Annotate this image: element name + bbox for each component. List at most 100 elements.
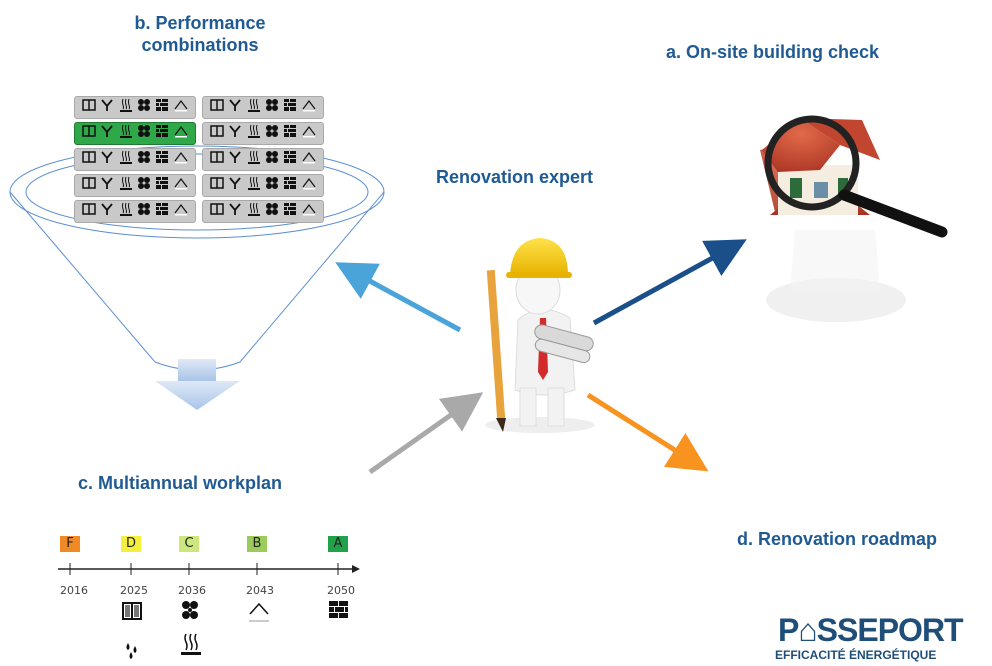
fan-icon xyxy=(265,176,279,195)
ventilation-icon xyxy=(100,150,114,169)
combination-cell xyxy=(74,148,196,171)
fan-icon xyxy=(137,98,151,117)
funnel xyxy=(9,145,385,371)
window-icon xyxy=(82,98,96,117)
fan-icon xyxy=(265,98,279,117)
window-icon xyxy=(82,150,96,169)
roof-icon xyxy=(249,602,269,622)
heating-icon xyxy=(247,98,261,117)
heating-icon xyxy=(247,150,261,169)
heating-icon xyxy=(119,202,133,221)
window-icon xyxy=(82,202,96,221)
passeport-logo: P⌂SSEPORT xyxy=(778,612,964,648)
wall-icon xyxy=(283,176,297,195)
multiannual-workplan-label: c. Multiannual workplan xyxy=(78,473,283,493)
window-icon xyxy=(210,202,224,221)
window-icon xyxy=(122,602,142,620)
year-2016: 2016 xyxy=(60,584,88,597)
energy-class-d: D xyxy=(121,536,141,552)
heating-icon xyxy=(247,176,261,195)
wall-icon xyxy=(329,601,348,618)
fan-icon xyxy=(265,202,279,221)
timeline-axis xyxy=(58,563,360,575)
funnel-output-arrow xyxy=(155,359,240,410)
combination-cell xyxy=(202,148,324,171)
wall-icon xyxy=(283,202,297,221)
arrow-to-performance-combinations xyxy=(335,262,462,333)
fan-icon xyxy=(182,601,198,619)
fan-icon xyxy=(265,124,279,143)
ventilation-icon xyxy=(228,176,242,195)
fan-icon xyxy=(137,202,151,221)
heating-icon xyxy=(247,124,261,143)
heating-icon xyxy=(247,202,261,221)
passeport-logo-subtitle: EFFICACITÉ ÉNERGÉTIQUE xyxy=(775,648,937,662)
combination-cell-selected xyxy=(74,122,196,145)
window-icon xyxy=(210,124,224,143)
combination-cell xyxy=(74,96,196,119)
arrow-from-workplan xyxy=(368,392,484,475)
window-icon xyxy=(82,124,96,143)
energy-class-c: C xyxy=(179,536,199,552)
combination-cell xyxy=(74,200,196,223)
roof-icon xyxy=(174,150,188,169)
house-magnifier-illustration xyxy=(760,115,948,322)
fan-icon xyxy=(265,150,279,169)
roof-icon xyxy=(174,98,188,117)
year-2025: 2025 xyxy=(120,584,148,597)
renovation-expert-label: Renovation expert xyxy=(436,167,594,187)
fan-icon xyxy=(137,150,151,169)
heating-icon xyxy=(119,124,133,143)
wall-icon xyxy=(283,98,297,117)
wall-icon xyxy=(155,176,169,195)
window-icon xyxy=(210,98,224,117)
roof-icon xyxy=(174,176,188,195)
ventilation-icon xyxy=(100,202,114,221)
combination-cell xyxy=(202,200,324,223)
ventilation-icon xyxy=(228,124,242,143)
ventilation-icon xyxy=(100,98,114,117)
energy-class-f: F xyxy=(60,536,80,552)
arrow-to-onsite-check xyxy=(592,239,747,326)
window-icon xyxy=(210,176,224,195)
wall-icon xyxy=(155,202,169,221)
roof-icon xyxy=(302,98,316,117)
energy-class-b: B xyxy=(247,536,267,552)
performance-combinations-label: b. Performance combinations xyxy=(110,12,290,56)
performance-label-line1: b. Performance xyxy=(134,13,266,33)
ventilation-icon xyxy=(228,98,242,117)
roof-icon xyxy=(302,124,316,143)
ventilation-icon xyxy=(100,124,114,143)
window-icon xyxy=(82,176,96,195)
ventilation-icon xyxy=(228,202,242,221)
heating-icon xyxy=(119,98,133,117)
wall-icon xyxy=(283,124,297,143)
performance-label-line2: combinations xyxy=(141,35,259,55)
year-2050: 2050 xyxy=(327,584,355,597)
combination-cell xyxy=(202,96,324,119)
energy-class-a: A xyxy=(328,536,348,552)
renovation-expert-figure xyxy=(485,238,595,433)
roof-icon xyxy=(302,150,316,169)
heating-icon xyxy=(119,150,133,169)
wall-icon xyxy=(283,150,297,169)
ventilation-icon xyxy=(100,176,114,195)
fan-icon xyxy=(137,124,151,143)
window-icon xyxy=(210,150,224,169)
year-2036: 2036 xyxy=(178,584,206,597)
combination-cell xyxy=(202,174,324,197)
wall-icon xyxy=(155,150,169,169)
combination-cell xyxy=(202,122,324,145)
ventilation-icon xyxy=(228,150,242,169)
wall-icon xyxy=(155,124,169,143)
combination-cell xyxy=(74,174,196,197)
onsite-check-label: a. On-site building check xyxy=(666,42,880,62)
fan-icon xyxy=(137,176,151,195)
roof-icon xyxy=(174,124,188,143)
renovation-roadmap-label: d. Renovation roadmap xyxy=(737,529,938,549)
roof-icon xyxy=(302,176,316,195)
wall-icon xyxy=(155,98,169,117)
water-drops-icon xyxy=(126,643,137,659)
year-2043: 2043 xyxy=(246,584,274,597)
